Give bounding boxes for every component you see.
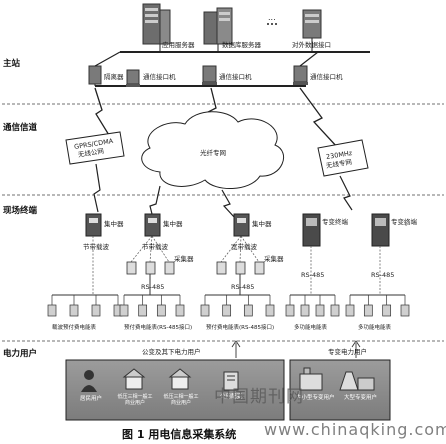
carrier-label-1: 节带载波: [83, 243, 109, 251]
meter-icon: [345, 304, 355, 317]
db-server-icon: [203, 7, 233, 52]
public-users-header: 公变及其下电力用户: [142, 348, 201, 356]
meter-group-5-label: 多功能电能表: [358, 325, 392, 331]
meter-group-1-label: 载波预付费电能表: [52, 325, 97, 331]
section-master-station: 主站: [3, 59, 21, 69]
meter-row: [47, 295, 410, 317]
meter-icon: [363, 304, 373, 317]
collector-group-2: [216, 261, 265, 275]
medium-special-icon: [299, 367, 323, 391]
meter-icon: [119, 304, 129, 317]
return-mark: ↵: [404, 220, 412, 230]
section-comm-channel: 通信信道: [3, 123, 38, 133]
section-field-terminal: 现场终端: [3, 206, 38, 216]
section-dividers: [2, 103, 444, 342]
resident-label: 居民用户: [80, 396, 103, 402]
collector-2-label: 采集器: [264, 255, 284, 263]
meter-icon: [47, 304, 57, 317]
concentrator-2-icon: [144, 213, 161, 237]
meter-icon: [138, 304, 148, 317]
meter-icon: [400, 304, 410, 317]
comm-interface-2-icon: [202, 65, 217, 85]
meter-group-4-label: 多功能电能表: [294, 325, 328, 331]
radio-channel-box: [317, 139, 369, 177]
watermark-cn: 中国期刊网: [214, 387, 304, 407]
medium-special-label: 中小型专变用户: [296, 395, 335, 401]
meter-icon: [91, 304, 101, 317]
comm-interface-3-icon: [293, 51, 319, 85]
app-server-label: 应用服务器: [162, 41, 195, 49]
special-terminal-2-label: 专变终端: [391, 218, 417, 226]
external-interface-icon: [302, 9, 322, 52]
fiber-cloud: [141, 111, 285, 190]
external-interface-label: 对外数据接口: [292, 41, 331, 49]
comm-interface-3-label: 通信接口机: [310, 73, 343, 81]
meter-icon: [265, 304, 275, 317]
meter-icon: [300, 304, 310, 317]
app-server-icon: [142, 3, 171, 52]
carrier-label-3: 宽带载波: [231, 243, 257, 251]
isolator-label: 隔离器: [104, 73, 124, 81]
public-transformer-icon: [223, 371, 239, 391]
collector-1-label: 采集器: [174, 255, 194, 263]
comm-interface-1-label: 通信接口机: [143, 73, 176, 81]
carrier-label-2: 节带载波: [142, 243, 168, 251]
meter-icon: [200, 304, 210, 317]
concentrator-1-icon: [85, 213, 102, 237]
comm-interface-1-icon: [126, 69, 140, 87]
concentrator-1-label: 集中器: [104, 220, 124, 228]
rs485-label-2: RS-485: [231, 283, 255, 291]
meter-icon: [330, 304, 340, 317]
db-server-label: 数据库服务器: [222, 41, 261, 49]
special-terminal-1-label: 专变终端: [322, 218, 348, 226]
low-voltage-1-icon: [122, 368, 146, 390]
ellipsis-dots: [267, 23, 277, 25]
resident-icon: [81, 370, 97, 392]
fiber-label: 光纤专网: [200, 149, 226, 157]
meter-group-2-label: 预付费电能表(RS-485接口): [124, 325, 193, 331]
figure-caption: 图 1 用电信息采集系统: [122, 428, 237, 441]
public-transformer-label: 公用配变: [220, 394, 243, 400]
section-power-user: 电力用户: [3, 349, 38, 359]
meter-icon: [156, 304, 166, 317]
meter-icon: [222, 304, 232, 317]
large-special-label: 大型专变用户: [344, 395, 378, 401]
watermark-url: www.chinaqking.com: [264, 420, 446, 439]
concentrator-2-label: 集中器: [163, 220, 183, 228]
ellipsis-label: ...: [268, 13, 276, 22]
concentrator-3-icon: [233, 213, 250, 237]
meter-group-3-label: 预付费电能表(RS-485接口): [206, 325, 275, 331]
meter-icon: [243, 304, 253, 317]
collector-links: [92, 235, 381, 295]
meter-icon: [175, 304, 185, 317]
comm-interface-2-label: 通信接口机: [219, 73, 252, 81]
rs485-label-3: RS-485: [301, 271, 325, 279]
isolator-icon: [88, 51, 121, 86]
concentrator-3-label: 集中器: [252, 220, 272, 228]
meter-buses: [52, 274, 405, 296]
large-special-icon: [339, 371, 375, 391]
special-terminal-1-icon: [302, 213, 321, 247]
low-voltage-2-icon: [168, 368, 192, 390]
rs485-label-4: RS-485: [371, 271, 395, 279]
channel-to-terminal-links: [93, 163, 353, 219]
meter-icon: [382, 304, 392, 317]
user-arrows: [231, 340, 361, 358]
rs485-label-1: RS-485: [141, 283, 165, 291]
special-terminal-2-icon: [371, 213, 390, 247]
low-voltage-1-label: 低压三相一般工商业用户: [117, 394, 153, 406]
meter-icon: [285, 304, 295, 317]
special-users-header: 专变电力用户: [328, 348, 367, 356]
meter-icon: [69, 304, 79, 317]
meter-icon: [315, 304, 325, 317]
gprs-channel-box: [65, 131, 125, 165]
collector-group-1: [126, 261, 175, 275]
low-voltage-2-label: 低压三相一般工商业用户: [163, 394, 199, 406]
